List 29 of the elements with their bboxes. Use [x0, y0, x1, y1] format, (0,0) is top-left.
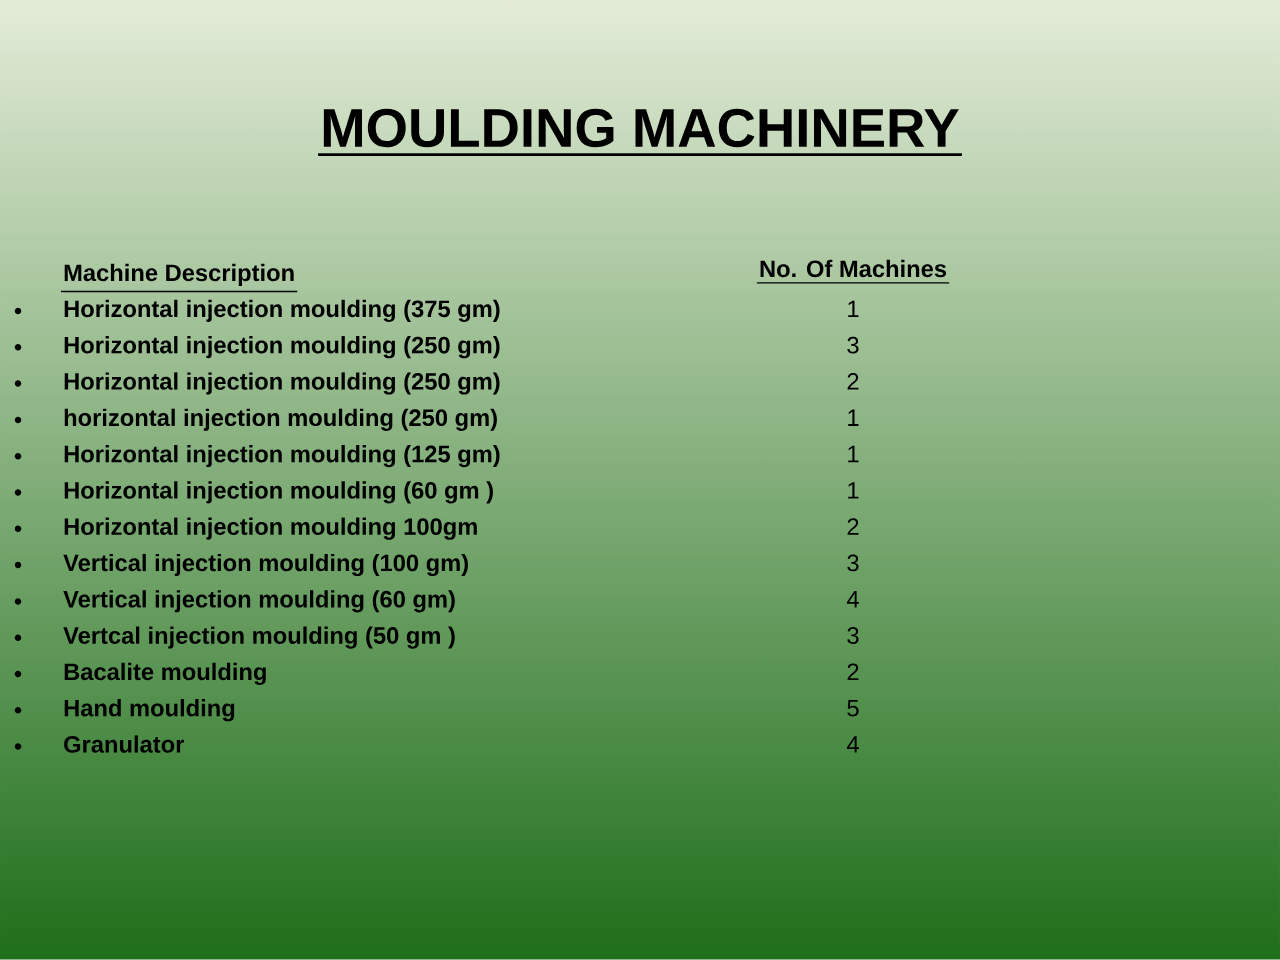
machine-count: 1: [848, 445, 859, 463]
machine-description: Horizontal injection moulding (250 gm): [64, 336, 500, 359]
machine-count: 3: [847, 627, 859, 644]
machine-count: 3: [847, 336, 859, 354]
machine-description: Vertcal injection moulding (50 gm ): [63, 626, 455, 649]
machine-description: Horizontal injection moulding (375 gm): [64, 299, 500, 322]
machine-description: Vertical injection moulding (100 gm): [63, 553, 468, 577]
machine-description: Bacalite moulding: [64, 662, 266, 685]
machine-count: 5: [847, 699, 859, 717]
machine-count: 4: [846, 736, 859, 753]
machine-count: 1: [848, 409, 859, 426]
machine-count: 1: [848, 482, 859, 499]
machine-description: Vertical injection moulding (60 gm): [63, 590, 455, 613]
machine-count: 2: [847, 663, 859, 680]
title: MOULDING MACHINERY: [318, 108, 962, 157]
machine-count: 1: [848, 300, 859, 317]
machine-description: Horizontal injection moulding (125 gm): [64, 445, 500, 468]
machine-description: Granulator: [64, 735, 185, 753]
machine-description: horizontal injection moulding (250 gm): [64, 408, 497, 431]
machine-count: 3: [847, 554, 859, 572]
column-header: No. Of Machines: [756, 259, 950, 284]
column-header: Machine Description: [60, 263, 298, 293]
machine-description: Horizontal injection moulding (60 gm ): [64, 481, 493, 504]
machine-description: Horizontal injection moulding (250 gm): [64, 372, 500, 395]
machine-count: 2: [847, 373, 859, 390]
machine-count: 4: [846, 591, 859, 608]
machine-description: Horizontal injection moulding 100gm: [64, 517, 477, 540]
machine-count: 2: [847, 518, 859, 535]
machine-description: Hand moulding: [64, 699, 235, 722]
